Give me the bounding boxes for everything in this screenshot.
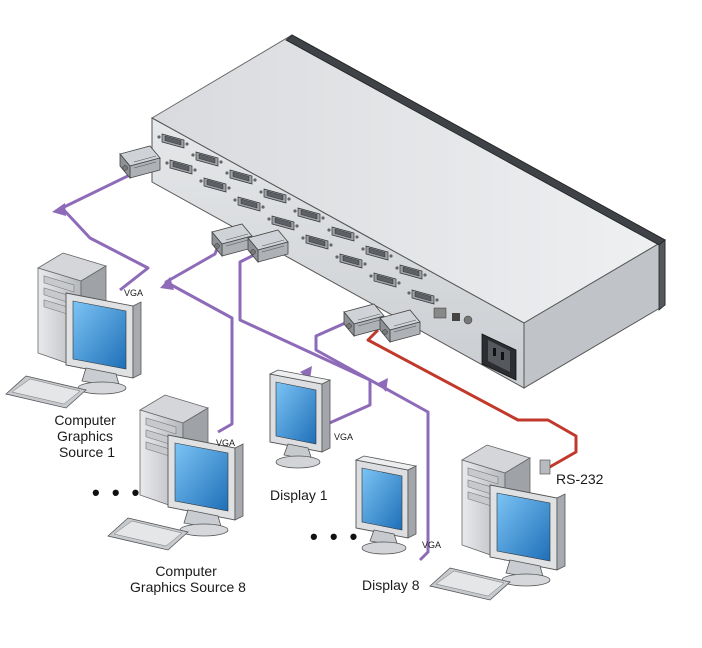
source-1-label: Computer Graphics Source 1 bbox=[54, 412, 119, 460]
computer-source-8 bbox=[107, 394, 244, 551]
rs232-cable bbox=[366, 328, 578, 470]
vga-label-source-1: VGA bbox=[124, 288, 143, 298]
vga-label-display-8: VGA bbox=[422, 540, 441, 550]
display-1 bbox=[269, 369, 331, 469]
ellipsis-sources: • • • bbox=[92, 480, 142, 505]
computer-source-1 bbox=[5, 252, 142, 409]
display-8 bbox=[355, 455, 417, 555]
rs232-connector bbox=[539, 459, 551, 475]
matrix-switcher-device bbox=[150, 34, 667, 389]
power-socket-icon bbox=[481, 333, 517, 381]
rs232-label: RS-232 bbox=[556, 471, 604, 487]
display-8-label: Display 8 bbox=[362, 577, 420, 593]
ellipsis-displays: • • • bbox=[310, 524, 360, 549]
display-1-label: Display 1 bbox=[270, 487, 328, 503]
vga-label-display-1: VGA bbox=[334, 432, 353, 442]
vga-label-source-8: VGA bbox=[216, 438, 235, 448]
source-8-label: Computer Graphics Source 8 bbox=[130, 563, 246, 595]
